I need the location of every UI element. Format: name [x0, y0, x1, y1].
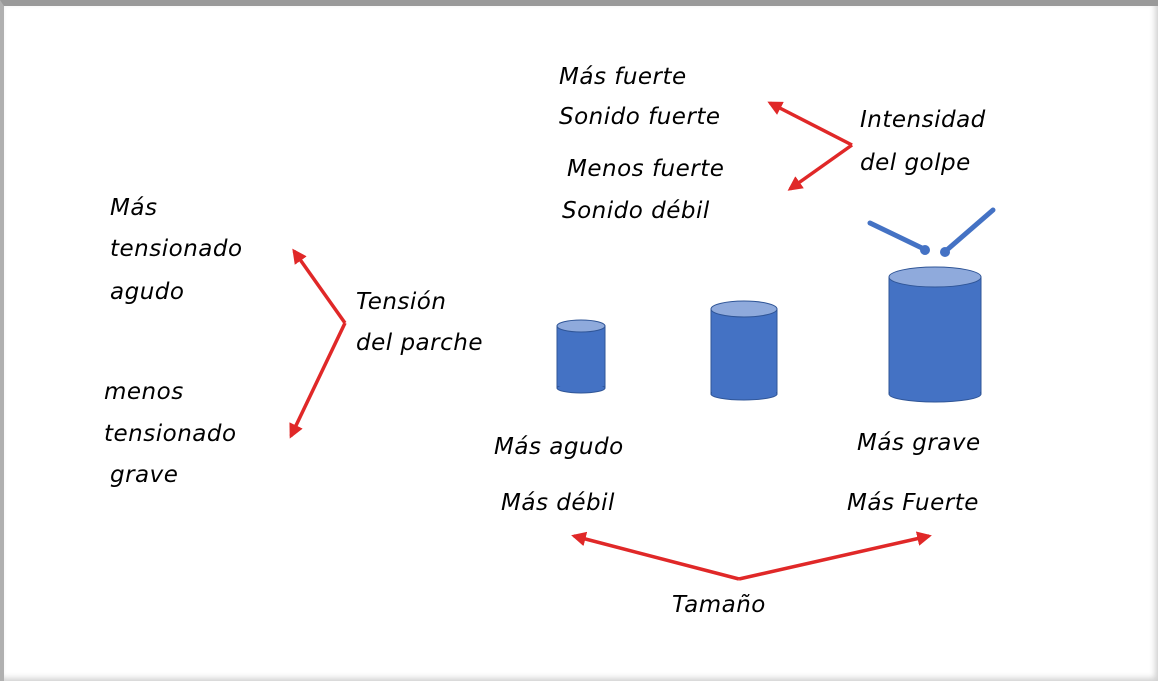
tension-more-line1: Más: [110, 195, 158, 221]
size-title-label: Tamaño: [672, 592, 766, 618]
intensity-arrow-up: [767, 101, 853, 147]
size-small-pitch-label: Más agudo: [494, 434, 624, 460]
drum-small-icon: [556, 319, 606, 394]
drumsticks-icon: [867, 207, 996, 257]
size-arrows: [571, 531, 932, 581]
intensity-strong-sound-label: Sonido fuerte: [559, 104, 721, 130]
size-arrow-left: [571, 531, 740, 581]
tension-more-line2: tensionado: [110, 236, 243, 262]
size-large-volume-label: Más Fuerte: [847, 490, 979, 516]
intensity-arrow-down: [787, 143, 854, 191]
tension-less-line3: grave: [110, 462, 179, 488]
size-large-pitch-label: Más grave: [857, 430, 981, 456]
tension-arrows: [289, 248, 347, 439]
tension-arrow-down: [289, 322, 347, 439]
intensity-arrows: [767, 101, 854, 191]
drum-medium-icon: [710, 300, 778, 401]
size-small-volume-label: Más débil: [501, 490, 615, 516]
tension-arrow-up: [292, 248, 347, 325]
drum-large-icon: [888, 266, 982, 403]
tension-title-line1: Tensión: [356, 289, 447, 315]
intensity-weaker-label: Menos fuerte: [567, 156, 725, 182]
intensity-title-line1: Intensidad: [860, 107, 986, 133]
size-arrow-right: [738, 531, 932, 581]
tension-less-line1: menos: [104, 379, 184, 405]
tension-less-line2: tensionado: [104, 421, 237, 447]
tension-more-line3: agudo: [110, 279, 185, 305]
diagram-graphics: [289, 101, 996, 581]
tension-title-line2: del parche: [356, 330, 483, 356]
intensity-stronger-label: Más fuerte: [559, 64, 687, 90]
intensity-weak-sound-label: Sonido débil: [562, 198, 710, 224]
intensity-title-line2: del golpe: [860, 150, 971, 176]
